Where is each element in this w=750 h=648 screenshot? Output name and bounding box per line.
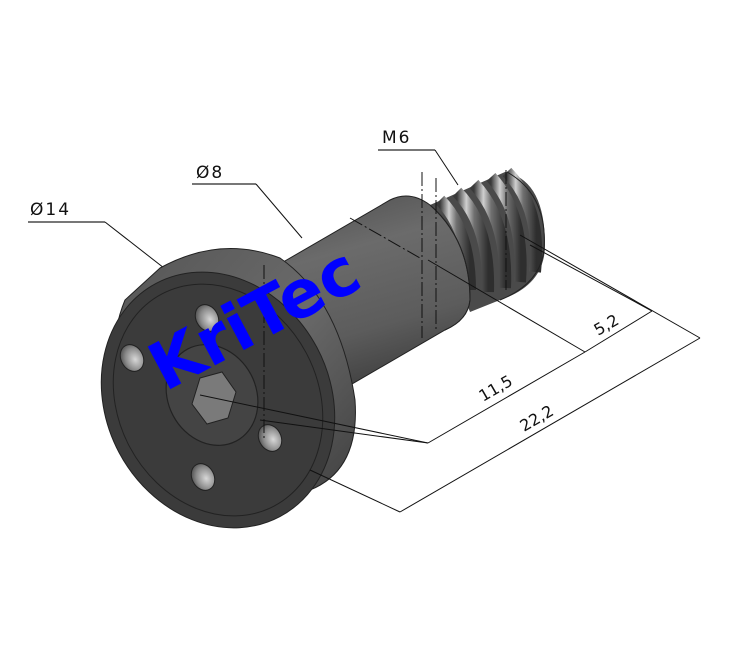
flange-diameter-label: Ø14: [30, 200, 71, 220]
thread-length-dim: 5,2: [591, 310, 623, 339]
dimension-lines: [399, 310, 701, 513]
thread-label: M6: [382, 128, 411, 148]
shoulder-length-dim: 11,5: [476, 371, 516, 405]
flange-hole-top: [194, 304, 220, 332]
extension-lines: [199, 234, 701, 513]
flange: [100, 248, 356, 529]
flange-hole-left: [119, 344, 145, 372]
leader-lines: [28, 149, 459, 269]
shoulder-diameter-label: Ø8: [196, 163, 224, 183]
total-length-dim: 22,2: [517, 401, 557, 435]
center-lines: [263, 170, 507, 440]
flange-hole-bottom: [190, 463, 216, 491]
